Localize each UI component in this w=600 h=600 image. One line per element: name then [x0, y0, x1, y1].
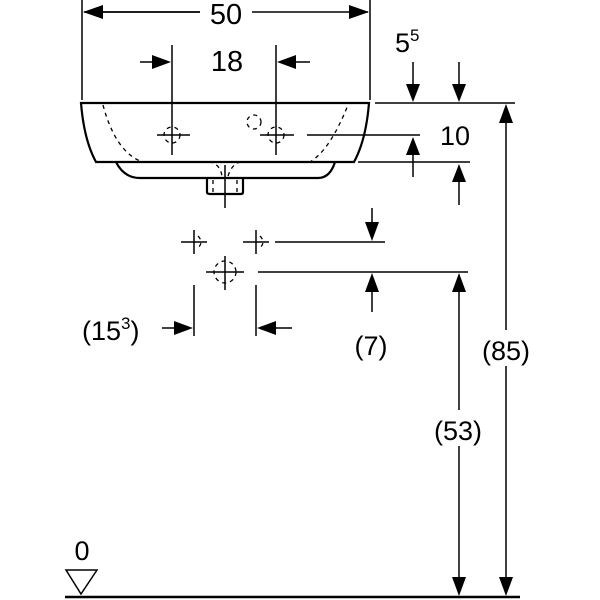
supply-offset-label: (7) — [355, 331, 388, 361]
supply-connection-right-icon — [243, 230, 269, 254]
rim-offset-label: 55 — [395, 26, 420, 58]
supply-connection-left-icon — [181, 230, 207, 254]
width-dimension: 50 — [81, 0, 371, 100]
washbasin-outline — [79, 101, 371, 208]
supply-spacing-label: (153) — [82, 314, 140, 346]
supply-spacing-dimension: (153) — [82, 285, 292, 346]
floor-level-marker: 0 — [64, 536, 520, 599]
outlet-height-label: (53) — [434, 416, 482, 446]
rim-offset-dimension: 55 — [375, 26, 515, 104]
total-height-dimension: (85) — [470, 104, 542, 596]
waste-outlet-icon — [206, 256, 244, 290]
tap-spacing-dimension: 18 — [140, 45, 310, 155]
tap-height-label: 10 — [440, 121, 470, 151]
tap-spacing-label: 18 — [211, 46, 243, 78]
total-height-label: (85) — [482, 336, 530, 366]
tap-height-dimension: 10 — [307, 121, 470, 205]
width-label: 50 — [210, 0, 242, 31]
supply-offset-dimension: (7) — [258, 208, 468, 361]
floor-level-label: 0 — [74, 536, 89, 566]
outlet-height-dimension: (53) — [423, 273, 495, 596]
tap-hole-left-icon — [157, 126, 190, 144]
tap-hole-right-icon — [260, 126, 294, 144]
